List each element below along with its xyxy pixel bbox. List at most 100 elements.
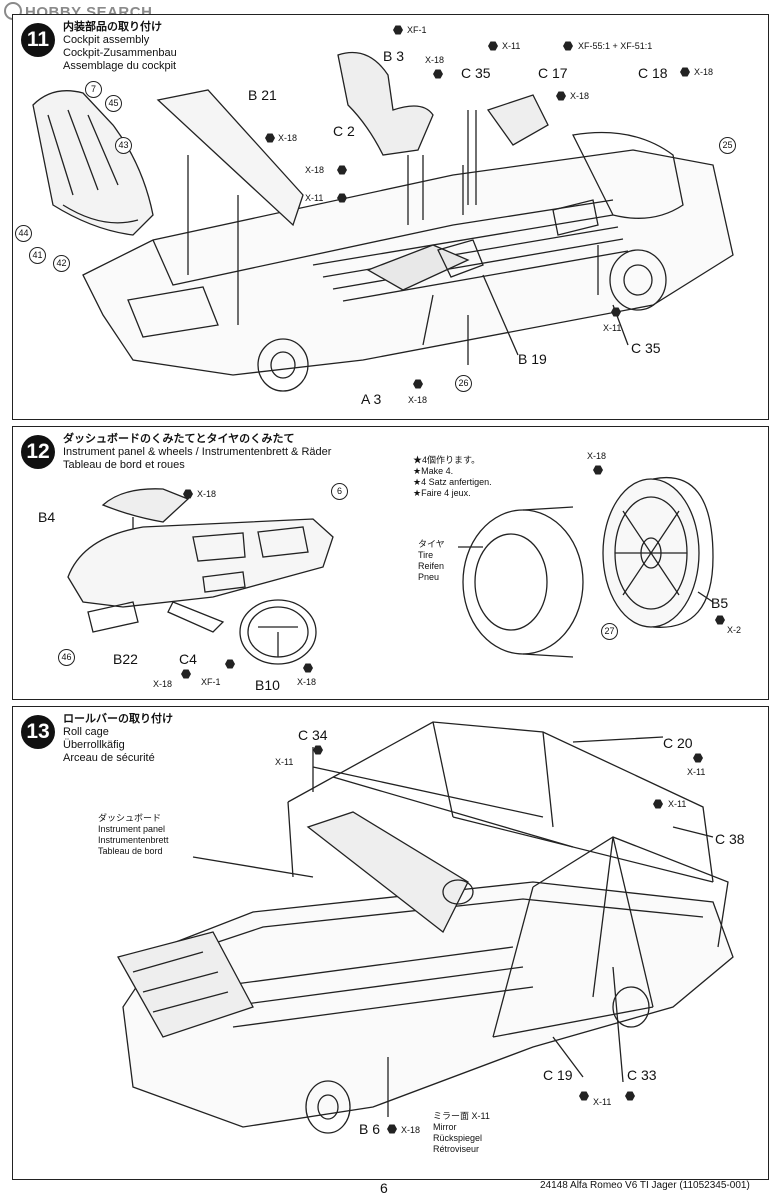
page-number: 6	[380, 1180, 388, 1196]
dash-jp: ダッシュボード	[98, 813, 162, 823]
ref-26: 26	[455, 375, 472, 392]
step-11-number: 11	[21, 23, 55, 57]
label-c35-front: C 35	[631, 340, 661, 356]
tire-en: Tire	[418, 550, 434, 560]
label-x18-b21: X-18	[278, 133, 298, 143]
label-x18-wheel: X-18	[587, 451, 607, 461]
ref-7: 7	[85, 81, 102, 98]
dash-de: Instrumentenbrett	[98, 835, 169, 845]
roll-cage-drawing	[117, 721, 734, 1134]
paint-chip-icon	[556, 91, 566, 101]
label-b19: B 19	[518, 351, 547, 367]
ref-46: 46	[58, 649, 75, 666]
label-x11-c34: X-11	[275, 757, 294, 767]
label-b6: B 6	[359, 1121, 381, 1137]
label-b10: B10	[255, 677, 280, 693]
label-xf55-mix: XF-55:1 + XF-51:1	[578, 41, 653, 51]
paint-chip-icon	[337, 165, 347, 175]
label-c17: C 17	[538, 65, 568, 81]
mirror-fr: Rétroviseur	[433, 1144, 480, 1154]
label-x18-c17: X-18	[570, 91, 590, 101]
tire-de: Reifen	[418, 561, 445, 571]
label-b22: B22	[113, 651, 138, 667]
step-13-title-fr: Arceau de sécurité	[63, 752, 155, 764]
label-x18-b6: X-18	[401, 1125, 421, 1135]
cockpit-assembly-drawing	[32, 51, 734, 392]
instrument-panel-label: ダッシュボード Instrument panel Instrumentenbre…	[98, 813, 169, 857]
label-x18-c4: X-18	[153, 679, 173, 689]
paint-chip-icon	[303, 663, 313, 673]
label-x11-c33: X-11	[593, 1097, 612, 1107]
mirror-jp: ミラー面	[433, 1111, 470, 1121]
label-c33: C 33	[627, 1067, 657, 1083]
step-11-title: 内装部品の取り付け Cockpit assembly Cockpit-Zusam…	[63, 21, 177, 73]
step-11-title-de: Cockpit-Zusammenbau	[63, 47, 177, 59]
label-x11-right: X-11	[668, 799, 687, 809]
paint-chip-icon	[181, 669, 191, 679]
mirror-paint: X-11	[471, 1111, 490, 1121]
paint-chip-icon	[593, 465, 603, 475]
mirror-en: Mirror	[433, 1122, 457, 1132]
label-c38: C 38	[715, 831, 745, 847]
paint-chip-icon	[413, 379, 423, 389]
tire-label: タイヤ Tire Reifen Pneu	[418, 539, 445, 583]
label-c20: C 20	[663, 735, 693, 751]
step-11-title-fr: Assemblage du cockpit	[63, 60, 177, 72]
label-xf1-wheel: XF-1	[201, 677, 221, 687]
paint-chip-icon	[625, 1091, 635, 1101]
label-x18-c18: X-18	[694, 67, 714, 77]
step-11-panel: 11 内装部品の取り付け Cockpit assembly Cockpit-Zu…	[12, 14, 769, 420]
make-four-note: ★4個作ります。 ★Make 4. ★4 Satz anfertigen. ★F…	[413, 455, 492, 499]
label-c35-top: C 35	[461, 65, 491, 81]
make-four-en: ★Make 4.	[413, 466, 454, 476]
dash-fr: Tableau de bord	[98, 846, 163, 856]
step-13-title-jp: ロールバーの取り付け	[63, 713, 173, 725]
make-four-fr: ★Faire 4 jeux.	[413, 488, 471, 498]
label-xf1: XF-1	[407, 25, 427, 35]
label-c18: C 18	[638, 65, 668, 81]
label-x11-front: X-11	[603, 323, 622, 333]
paint-chip-icon	[265, 133, 275, 143]
step-12-title-jp: ダッシュボードのくみたてとタイヤのくみたて	[63, 433, 295, 445]
step-11-title-en: Cockpit assembly	[63, 34, 150, 46]
step-13-panel: 13 ロールバーの取り付け Roll cage Überrollkäfig Ar…	[12, 706, 769, 1180]
step-12-panel: 12 ダッシュボードのくみたてとタイヤのくみたて Instrument pane…	[12, 426, 769, 700]
label-x18-bottom: X-18	[408, 395, 428, 405]
ref-44: 44	[15, 225, 32, 242]
tire-jp: タイヤ	[418, 539, 445, 549]
label-x2: X-2	[727, 625, 742, 635]
ref-45: 45	[105, 95, 122, 112]
label-x11-top: X-11	[502, 41, 521, 51]
label-x18-b10: X-18	[297, 677, 317, 687]
mirror-de: Rückspiegel	[433, 1133, 483, 1143]
label-a3: A 3	[361, 391, 382, 407]
paint-chip-icon	[183, 489, 193, 499]
label-b3: B 3	[383, 48, 405, 64]
step-12-number: 12	[21, 435, 55, 469]
paint-chip-icon	[611, 307, 621, 317]
paint-chip-icon	[387, 1124, 397, 1134]
make-four-jp: ★4個作ります。	[413, 455, 481, 465]
dash-en: Instrument panel	[98, 824, 166, 834]
label-b4: B4	[38, 509, 56, 525]
paint-chip-icon	[393, 25, 403, 35]
ref-6: 6	[331, 483, 348, 500]
mirror-label: ミラー面 X-11 Mirror Rückspiegel Rétroviseur	[433, 1111, 490, 1155]
paint-chip-icon	[313, 745, 323, 755]
paint-chip-icon	[488, 41, 498, 51]
tire-fr: Pneu	[418, 572, 440, 582]
label-x18-top: X-18	[425, 55, 445, 65]
paint-chip-icon	[337, 193, 347, 203]
dash-and-wheel-drawing	[67, 477, 714, 665]
step-12-title-fr: Tableau de bord et roues	[63, 459, 185, 471]
label-c4: C4	[179, 651, 197, 667]
paint-chip-icon	[680, 67, 690, 77]
ref-43: 43	[115, 137, 132, 154]
step-12-title: ダッシュボードのくみたてとタイヤのくみたて Instrument panel &…	[63, 433, 331, 472]
ref-41: 41	[29, 247, 46, 264]
paint-chip-icon	[653, 799, 663, 809]
step-13-title-de: Überrollkäfig	[63, 739, 125, 751]
label-x11-c2: X-11	[305, 193, 324, 203]
paint-chip-icon	[715, 615, 725, 625]
label-c34: C 34	[298, 727, 328, 743]
